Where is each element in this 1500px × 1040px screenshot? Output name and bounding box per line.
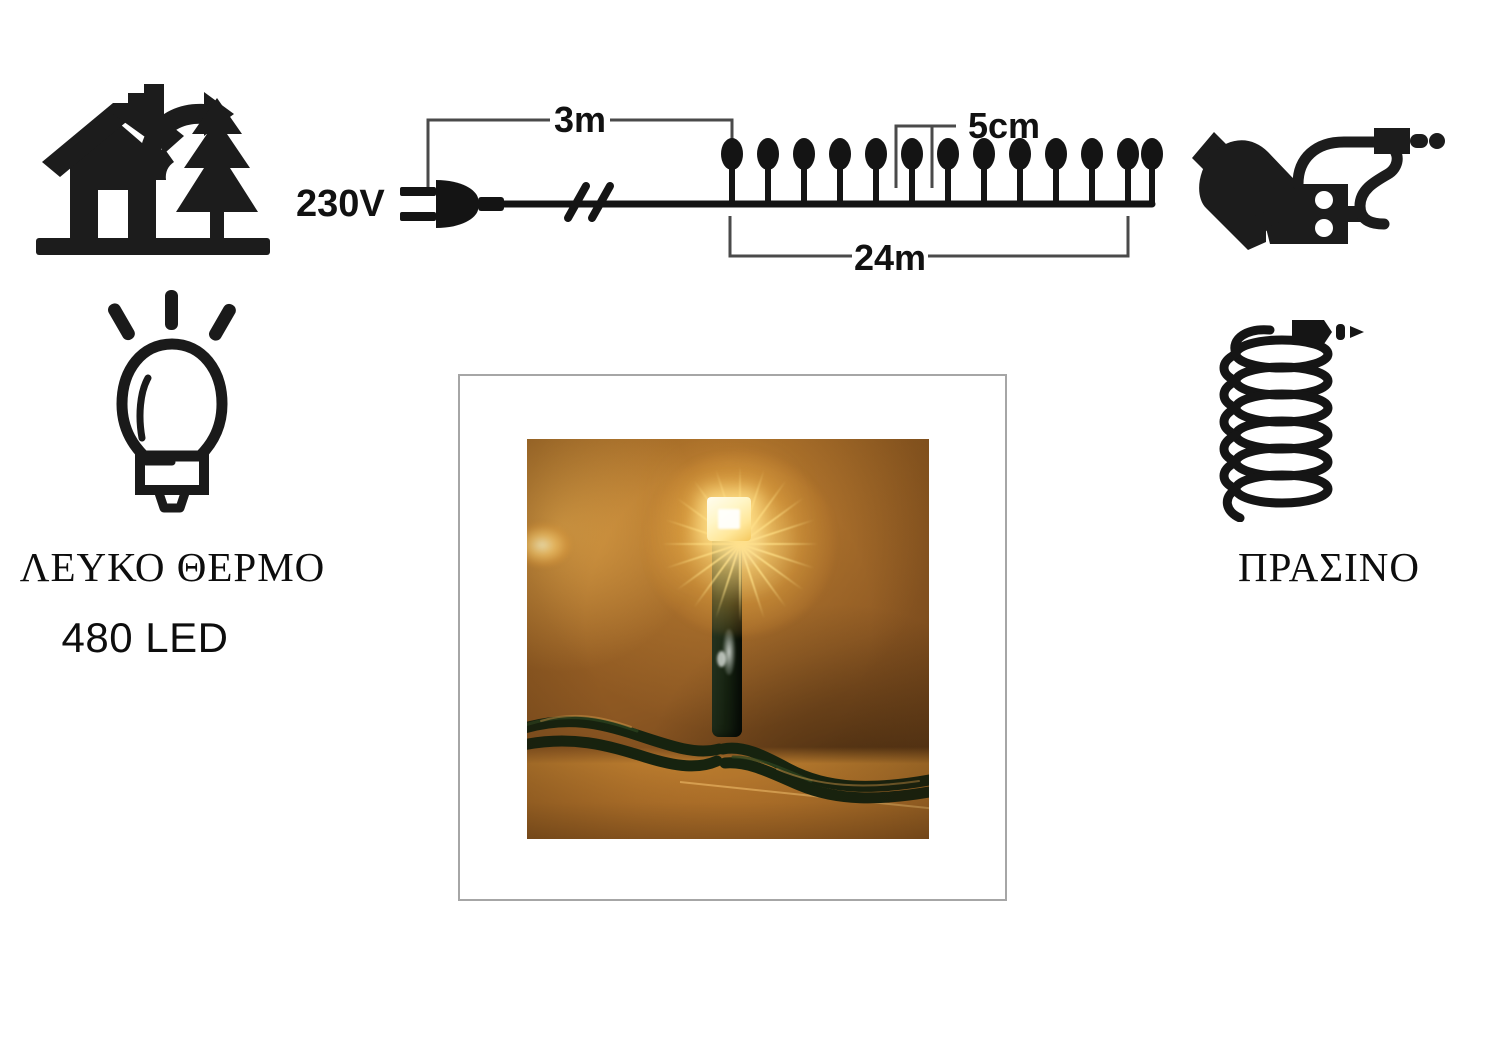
plug-icon — [400, 180, 504, 228]
dimension-5cm — [894, 124, 956, 188]
photo-led-holder-highlight-2 — [717, 651, 726, 667]
cable-color-label: ΠΡΑΣΙΝΟ — [1237, 544, 1421, 590]
product-photo-frame — [458, 374, 1007, 901]
cable-break-mark — [564, 182, 614, 222]
led-count-label: 480 LED — [61, 614, 229, 661]
photo-led-lamp — [707, 497, 751, 541]
hand-holding-connector-icon — [1188, 112, 1450, 272]
dimension-3m-label: 3m — [554, 99, 606, 140]
dimension-5cm-label: 5cm — [968, 105, 1040, 146]
voltage-label: 230V — [296, 183, 385, 225]
led-color-label: ΛΕΥΚΟ ΘΕΡΜΟ — [19, 544, 326, 590]
product-photo — [527, 439, 929, 839]
light-bulb-icon — [88, 286, 256, 516]
photo-led-chip — [718, 509, 740, 529]
coiled-cable-icon — [1196, 306, 1376, 522]
dimension-24m-label: 24m — [854, 237, 926, 278]
photo-led-rays — [645, 451, 835, 636]
dimension-24m — [728, 216, 1130, 258]
photo-cable-strands — [527, 714, 929, 804]
led-bulb-group — [721, 138, 1163, 204]
wiring-dimension-diagram: 3m 5cm 230V — [292, 88, 1172, 280]
house-tree-outdoor-icon — [28, 62, 278, 272]
photo-led-holder-highlight — [723, 629, 735, 675]
